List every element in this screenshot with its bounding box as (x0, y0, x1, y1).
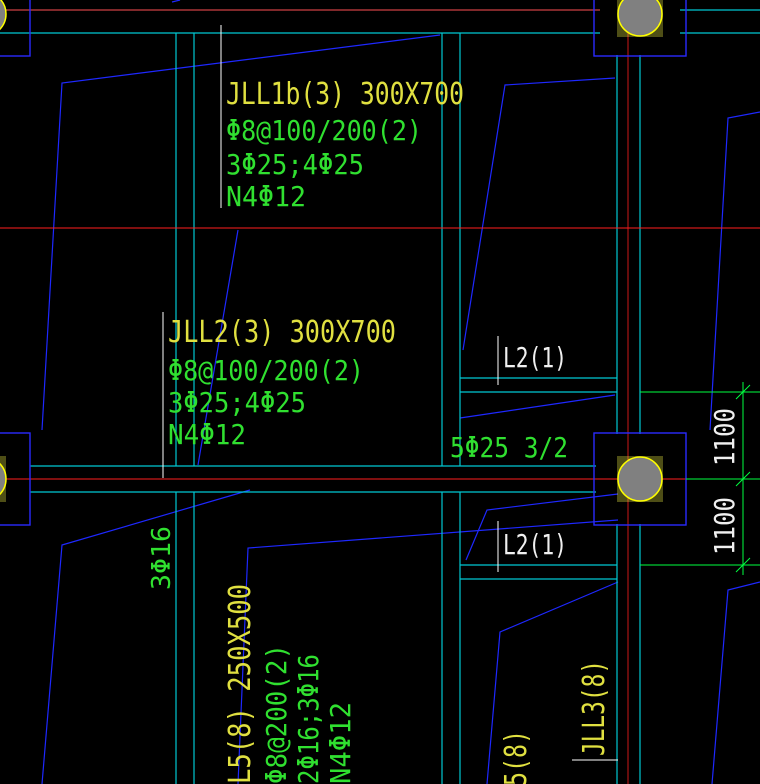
l5-title: L5(8) 250X500 (223, 584, 258, 784)
jll2-stirrup: Φ8@100/200(2) (168, 354, 364, 387)
side-rebar-label: 3Φ16 (147, 526, 177, 590)
dimension-lower-text: 1100 (708, 497, 741, 555)
jll1b-rebar: 3Φ25;4Φ25 (226, 148, 364, 181)
l5-rebar: 2Φ16;3Φ16 (292, 654, 325, 784)
jll1b-waist: N4Φ12 (226, 180, 306, 213)
jll1b-stirrup: Φ8@100/200(2) (226, 114, 422, 147)
column-mid-left (0, 432, 31, 526)
jll1b-title: JLL1b(3) 300X700 (226, 77, 464, 112)
l2-lower-label: L2(1) (503, 528, 567, 561)
jll3-label: JLL3(8) (577, 660, 612, 756)
l5-waist: N4Φ12 (324, 702, 357, 784)
l5-partial-label: L5(8) (499, 730, 534, 784)
jll2-waist: N4Φ12 (168, 418, 246, 451)
jll1b-annotation: JLL1b(3) 300X700 Φ8@100/200(2) 3Φ25;4Φ25… (226, 77, 464, 213)
dimension-upper-text: 1100 (708, 408, 741, 466)
l5-annotation: L5(8) 250X500 Φ8@200(2) 2Φ16;3Φ16 N4Φ12 (223, 584, 357, 784)
column-top-left (0, 0, 31, 57)
column-top-right (593, 0, 687, 57)
blue-slope-lines (41, 0, 760, 784)
leader-lines (162, 25, 618, 761)
l5-stirrup: Φ8@200(2) (260, 644, 293, 784)
support-rebar-label: 5Φ25 3/2 (450, 431, 568, 464)
dimension-lines (640, 382, 760, 575)
column-mid-right (593, 432, 687, 526)
jll2-rebar: 3Φ25;4Φ25 (168, 386, 306, 419)
jll2-annotation: JLL2(3) 300X700 Φ8@100/200(2) 3Φ25;4Φ25 … (168, 315, 396, 451)
l2-upper-label: L2(1) (503, 341, 567, 374)
jll2-title: JLL2(3) 300X700 (168, 315, 396, 350)
